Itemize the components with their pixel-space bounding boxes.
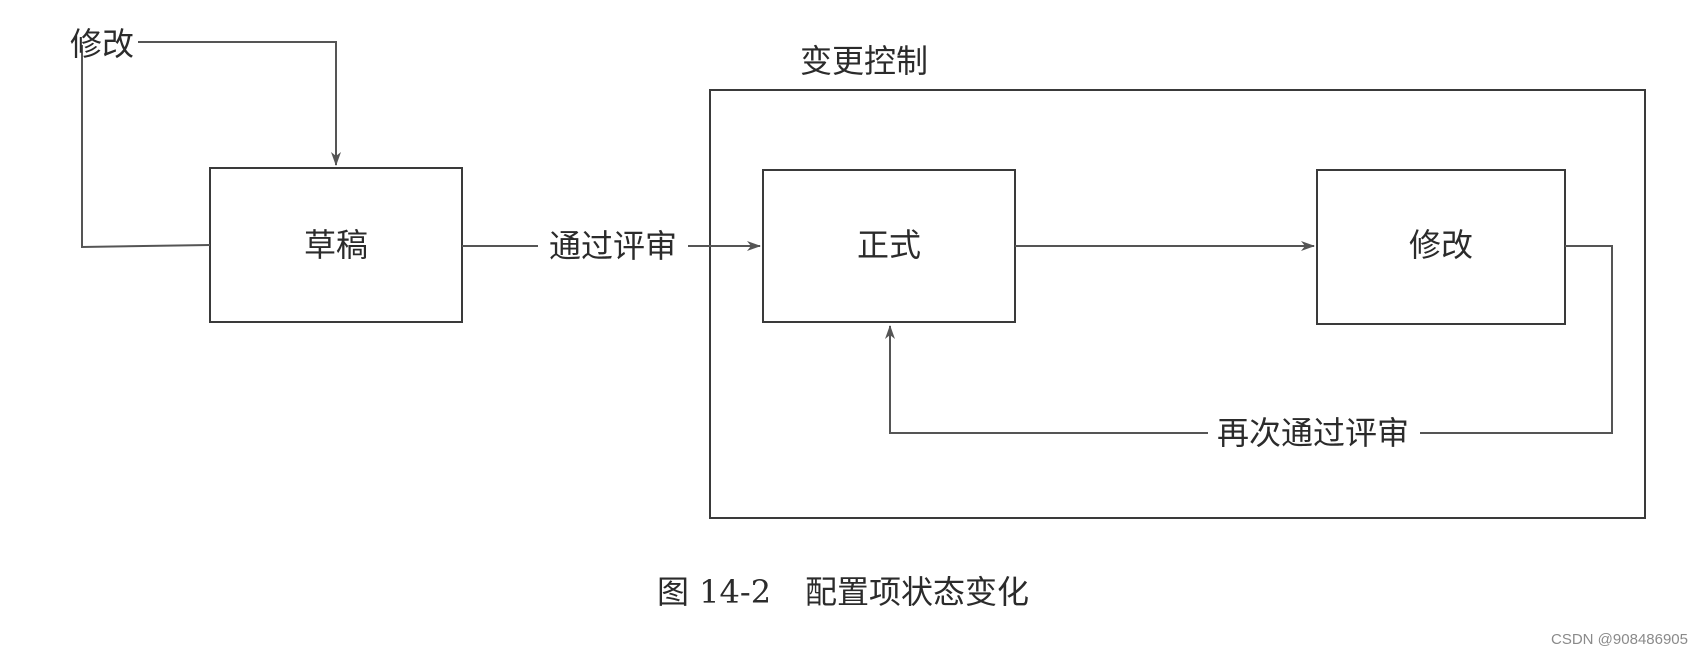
pass-review-label: 通过评审 <box>549 227 677 265</box>
review-again-arrow <box>885 325 1208 434</box>
formal-state-label: 正式 <box>857 226 921 264</box>
review-again-label: 再次通过评审 <box>1217 414 1409 452</box>
review-again-line-right <box>1420 245 1613 434</box>
figure-number: 图 14-2 <box>657 573 771 611</box>
self-loop-label: 修改 <box>70 25 134 63</box>
watermark: CSDN @908486905 <box>1551 631 1688 648</box>
draft-state-label: 草稿 <box>304 226 368 264</box>
modify-state-box <box>1316 169 1566 325</box>
draft-self-loop-left-line <box>81 45 211 249</box>
formal-state-box <box>762 169 1016 323</box>
change-control-label: 变更控制 <box>800 42 928 80</box>
draft-self-loop-arrow <box>138 41 341 166</box>
figure-title: 配置项状态变化 <box>805 573 1029 611</box>
draft-state-box <box>209 167 463 323</box>
modify-state-label: 修改 <box>1409 226 1473 264</box>
